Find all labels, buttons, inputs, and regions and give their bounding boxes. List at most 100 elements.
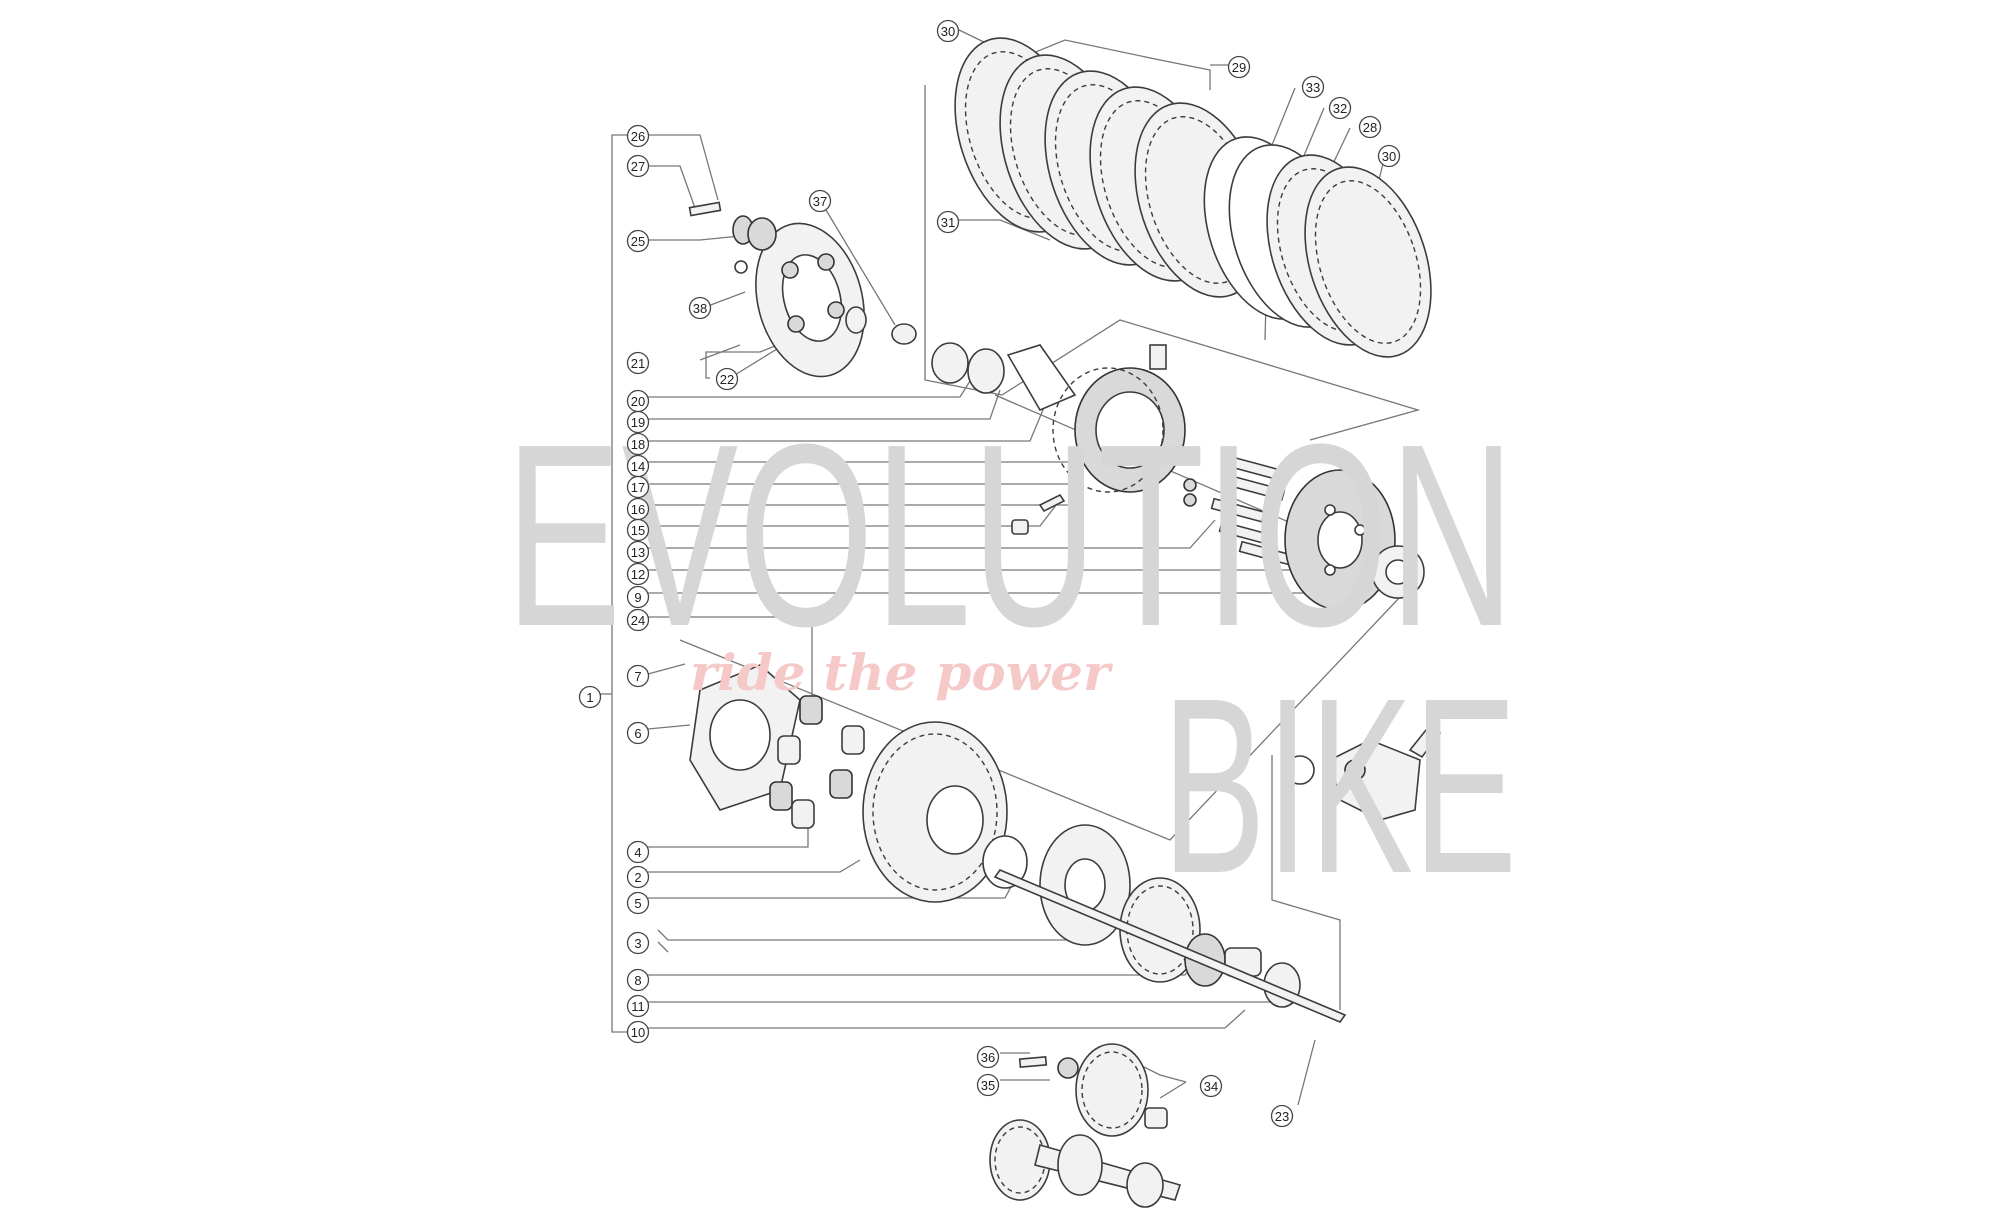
callout-20: 20 [626,389,650,413]
clutch-hub [931,342,1197,535]
callout-4: 4 [626,840,650,864]
callout-27: 27 [626,154,650,178]
callout-1: 1 [578,685,602,709]
callout-label: 1 [586,690,593,705]
callout-label: 5 [634,896,641,911]
callout-circle [626,608,650,632]
callout-label: 20 [631,394,645,409]
callout-label: 32 [1333,101,1347,116]
damper-and-basket [689,664,1028,903]
callout-label: 29 [1232,60,1246,75]
callout-label: 23 [1275,1109,1289,1124]
callout-label: 10 [631,1025,645,1040]
callout-25: 25 [626,229,650,253]
callout-circle [626,410,650,434]
callout-circle [626,518,650,542]
callout-label: 33 [1306,80,1320,95]
callout-label: 34 [1204,1079,1218,1094]
callout-11: 11 [626,994,650,1018]
callout-34: 34 [1199,1074,1223,1098]
callout-label: 12 [631,567,645,582]
primary-gear-and-shaft [993,824,1347,1023]
callout-label: 13 [631,545,645,560]
callout-circle [1227,55,1251,79]
callout-label: 14 [631,459,645,474]
callout-5: 5 [626,891,650,915]
driven-disc [1284,469,1425,611]
callout-label: 8 [634,973,641,988]
callout-circle [976,1045,1000,1069]
callout-circle [626,475,650,499]
callout-36: 36 [976,1045,1000,1069]
callout-30b: 30 [1377,144,1401,168]
callout-circle [1199,1074,1223,1098]
callout-circle [715,367,739,391]
callout-15: 15 [626,518,650,542]
callout-circle [626,865,650,889]
callout-17: 17 [626,475,650,499]
callout-19: 19 [626,410,650,434]
callout-circle [1328,96,1352,120]
watermark-tagline: ride the power [690,643,1114,702]
callout-3: 3 [626,931,650,955]
callout-label: 19 [631,415,645,430]
callout-18: 18 [626,432,650,456]
callout-28: 28 [1358,115,1382,139]
callout-circle [626,540,650,564]
callout-32: 32 [1328,96,1352,120]
callout-16: 16 [626,497,650,521]
clutch-plates-stack [954,37,1432,358]
callout-circle [626,585,650,609]
callout-29: 29 [1227,55,1251,79]
callout-10: 10 [626,1020,650,1044]
callout-label: 24 [631,613,645,628]
callout-label: 16 [631,502,645,517]
callout-circle [1301,75,1325,99]
callout-13: 13 [626,540,650,564]
callout-30a: 30 [936,19,960,43]
watermark-brand-line2: BIKE [1162,646,1517,925]
callout-circle [578,685,602,709]
callout-circle [1377,144,1401,168]
callout-21: 21 [626,351,650,375]
callout-label: 31 [941,215,955,230]
callout-37: 37 [808,189,832,213]
callout-label: 38 [693,301,707,316]
callout-label: 30 [1382,149,1396,164]
callout-circle [626,124,650,148]
callout-label: 21 [631,356,645,371]
callout-38: 38 [688,296,712,320]
callout-22: 22 [715,367,739,391]
callout-8: 8 [626,968,650,992]
callout-label: 3 [634,936,641,951]
callout-circle [688,296,712,320]
callout-35: 35 [976,1073,1000,1097]
callout-label: 4 [634,845,641,860]
lower-gears [989,1043,1182,1208]
callout-circle [1270,1104,1294,1128]
watermark-brand-line1: EVOLUTION [505,391,1515,681]
callout-7: 7 [626,664,650,688]
callout-label: 15 [631,523,645,538]
callout-label: 30 [941,24,955,39]
callout-label: 37 [813,194,827,209]
callout-label: 7 [634,669,641,684]
callout-circle [626,154,650,178]
callout-circle [1358,115,1382,139]
callout-24: 24 [626,608,650,632]
callout-circle [626,432,650,456]
callout-circle [976,1073,1000,1097]
brand-watermark: EVOLUTION BIKE ride the power [505,391,1517,925]
callout-circle [626,968,650,992]
callout-label: 26 [631,129,645,144]
callout-26: 26 [626,124,650,148]
callout-2: 2 [626,865,650,889]
callout-circle [626,840,650,864]
callout-label: 18 [631,437,645,452]
callout-label: 17 [631,480,645,495]
callout-circle [626,994,650,1018]
callout-label: 25 [631,234,645,249]
callout-circle [626,351,650,375]
callout-circle [626,664,650,688]
